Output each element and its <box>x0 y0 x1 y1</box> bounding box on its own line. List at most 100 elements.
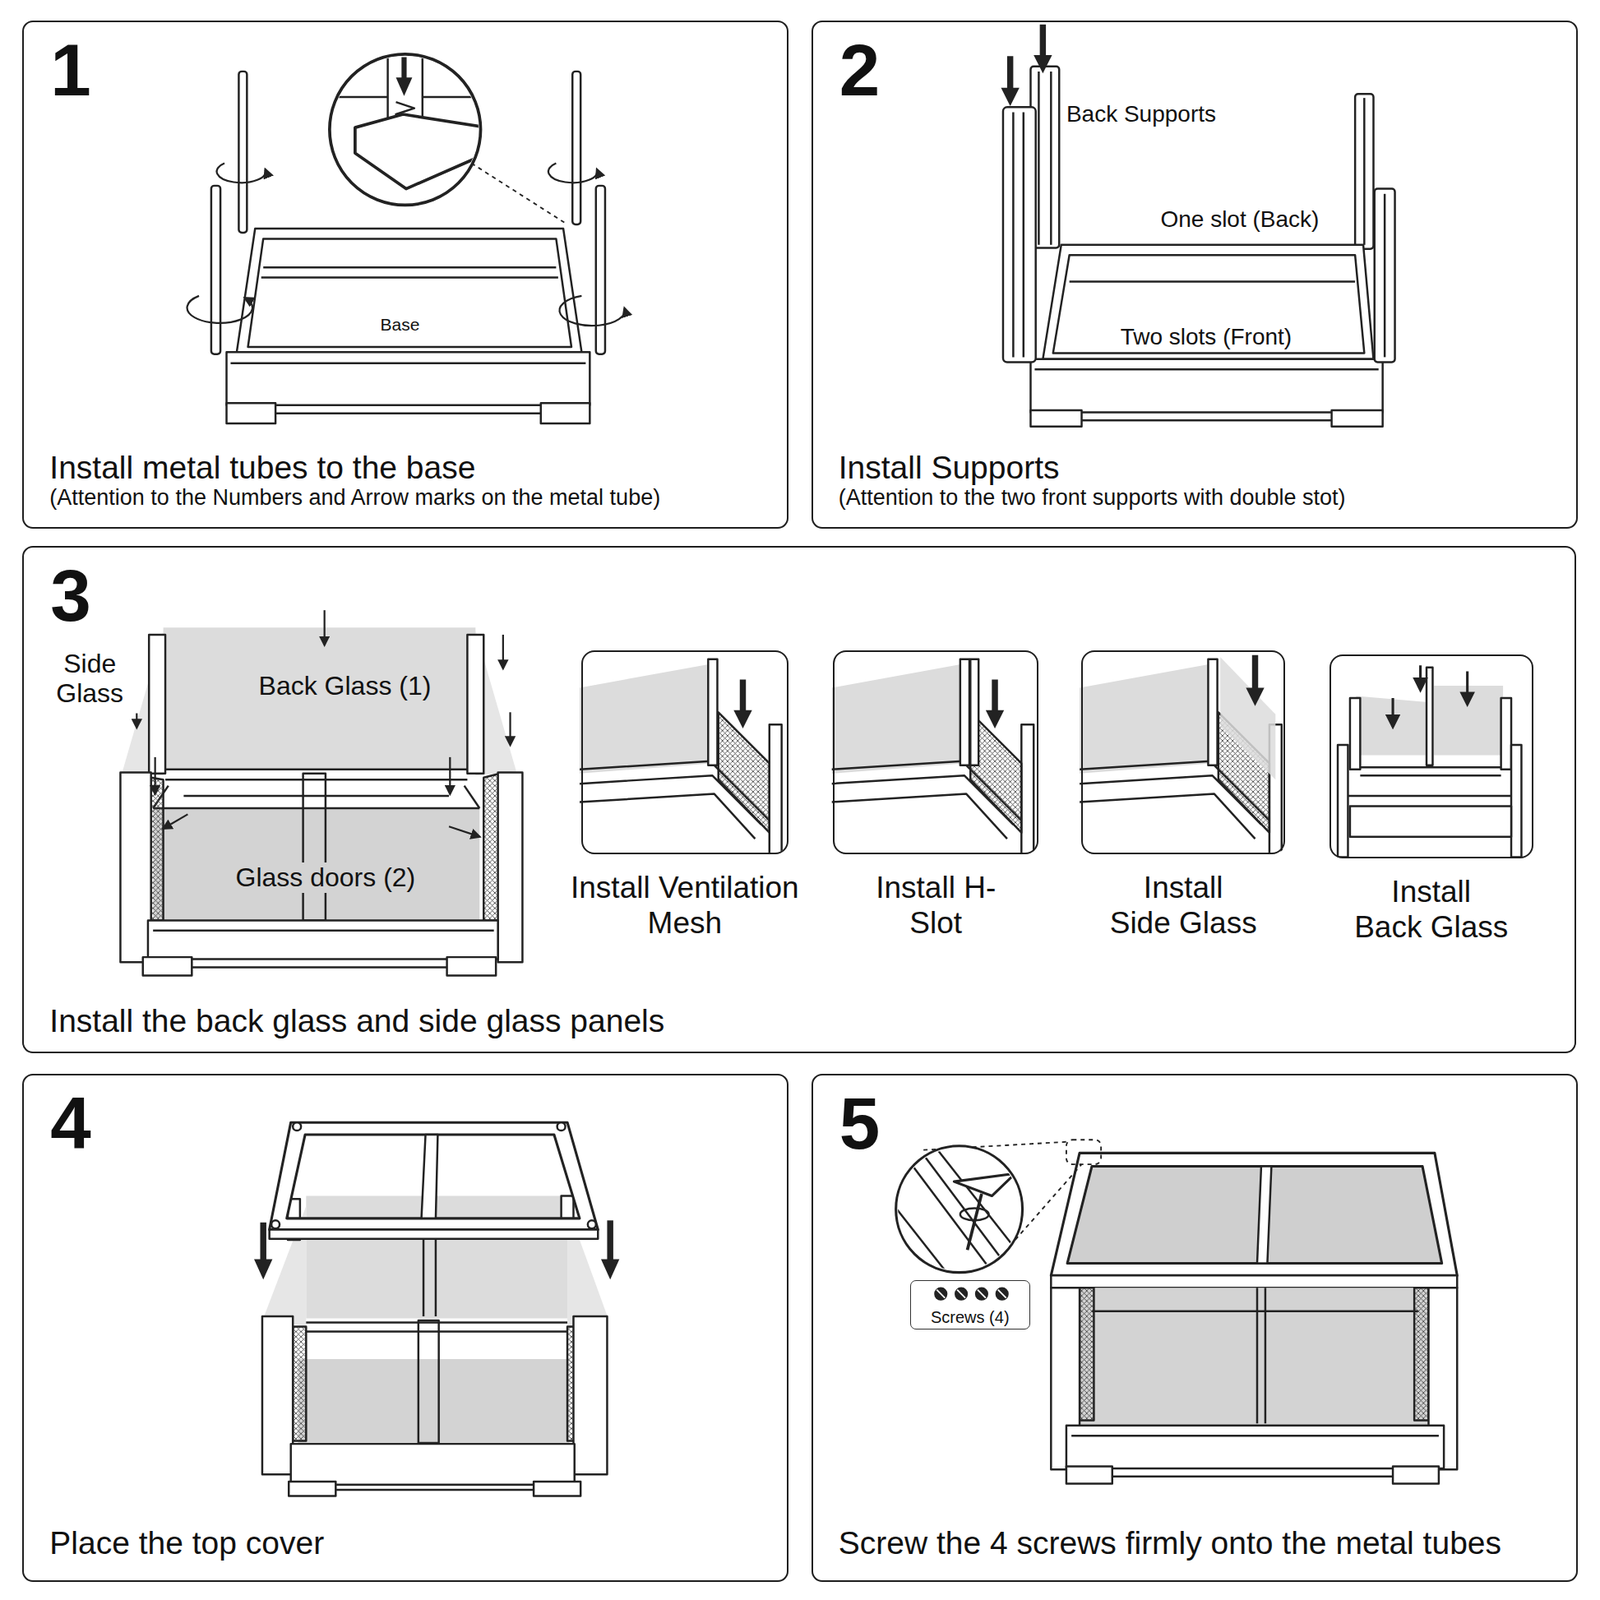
inset-art <box>1391 698 1395 727</box>
detail-magnifier <box>960 1207 990 1221</box>
glass-enclosure <box>335 1489 534 1491</box>
assembled-enclosure <box>1050 1152 1457 1484</box>
detail-caption: Install Side Glass <box>1109 870 1258 941</box>
assembled-enclosure <box>1066 1425 1444 1469</box>
glass-enclosure <box>418 1320 440 1443</box>
part-label: One slot (Back) <box>1160 206 1319 233</box>
part-label: Base <box>380 314 421 335</box>
inset-art <box>1245 687 1264 706</box>
detail-step: Install Side Glass <box>1081 650 1286 943</box>
top-cover <box>271 1220 280 1229</box>
step-panel: 5Screw the 4 screws firmly onto the meta… <box>811 1073 1578 1582</box>
glass-enclosure <box>151 777 164 921</box>
base-tray <box>1042 245 1374 360</box>
insert-arrow <box>606 1220 613 1262</box>
insert-arrow <box>1007 55 1013 90</box>
screw-icon <box>934 1287 1009 1301</box>
glass-enclosure <box>533 1481 581 1496</box>
base-tray <box>1053 254 1365 353</box>
base-tray <box>226 228 591 424</box>
direction-arrow <box>508 712 511 745</box>
inset-art <box>1465 671 1469 705</box>
insert-arrow <box>1040 24 1046 58</box>
support-post <box>1003 106 1396 362</box>
detail-step: Install Back Glass <box>1329 654 1534 947</box>
base-tray <box>226 351 591 406</box>
direction-arrow <box>323 610 326 645</box>
top-cover <box>421 1134 439 1219</box>
top-cover <box>292 1122 301 1131</box>
part-label: Back Supports <box>1066 101 1217 128</box>
base-tray <box>226 402 277 424</box>
detail-magnifier <box>892 1139 1101 1276</box>
support-post <box>1383 194 1386 358</box>
detail-magnifier <box>326 53 565 223</box>
base-tray <box>261 267 559 278</box>
inset-art <box>991 679 998 713</box>
parts-chip: Screws (4) <box>910 1280 1031 1330</box>
detail-caption: Install H-Slot <box>869 870 1002 941</box>
base-tray <box>1331 410 1383 427</box>
metal-tube <box>238 71 247 233</box>
glass-enclosure <box>303 773 326 921</box>
detail-magnifier <box>355 114 488 190</box>
part-label: Glass doors (2) <box>232 862 420 893</box>
assembled-enclosure <box>1050 1152 1457 1276</box>
metal-tube <box>572 71 581 225</box>
step-heading: Screw the 4 screws firmly onto the metal… <box>838 1525 1561 1563</box>
glass-enclosure <box>147 920 499 959</box>
top-cover <box>269 1122 599 1239</box>
support-post <box>1363 97 1365 246</box>
insert-arrow <box>254 1258 273 1280</box>
detail-step: Install Ventilation Mesh <box>561 650 809 943</box>
glass-enclosure <box>498 772 523 962</box>
detail-step: Install H-Slot <box>832 650 1039 943</box>
inset-art <box>1252 655 1258 690</box>
insert-arrow <box>601 1258 620 1280</box>
glass-enclosure <box>262 1196 609 1497</box>
assembly-art <box>120 24 1522 1497</box>
glass-enclosure <box>163 627 477 770</box>
top-cover <box>269 1229 599 1239</box>
top-cover <box>557 1122 566 1131</box>
metal-tube <box>211 185 221 355</box>
detail-magnifier <box>967 1193 982 1250</box>
parts-count: Screws (4) <box>910 1308 1030 1328</box>
base-tray <box>275 411 542 414</box>
inset-art <box>579 659 782 854</box>
inset-art <box>1419 665 1422 690</box>
assembled-enclosure <box>1079 1287 1429 1426</box>
insert-arrow <box>259 1222 266 1262</box>
glass-enclosure <box>120 772 151 962</box>
direction-arrow <box>448 826 480 837</box>
glass-enclosure <box>573 1316 607 1475</box>
base-tray <box>1030 245 1383 427</box>
inset-art <box>718 712 770 833</box>
glass-enclosure <box>447 957 497 976</box>
glass-enclosure <box>288 1481 336 1496</box>
insert-arrow <box>1000 24 1052 107</box>
detail-caption: Install Back Glass <box>1354 874 1509 945</box>
inset-art <box>1350 698 1360 770</box>
part-label: Side Glass <box>55 648 124 710</box>
inset-art <box>1350 805 1512 837</box>
part-label: Two slots (Front) <box>1120 323 1292 351</box>
step-number: 4 <box>50 1086 772 1161</box>
base-tray <box>1082 419 1332 421</box>
detail-magnifier <box>892 1144 1021 1276</box>
base-tray <box>248 238 572 347</box>
glass-enclosure <box>143 957 193 976</box>
assembled-enclosure <box>1392 1465 1439 1484</box>
inset-art <box>1337 744 1348 858</box>
detail-frame <box>1081 650 1286 855</box>
glass-enclosure <box>291 1443 575 1485</box>
support-post <box>1374 189 1396 363</box>
inset-art <box>970 659 979 766</box>
detail-magnifier <box>1066 1139 1101 1165</box>
assembled-enclosure <box>1079 1287 1094 1420</box>
glass-enclosure <box>120 627 523 976</box>
rotate-arrow <box>217 163 267 184</box>
step-panel: 4Place the top cover <box>22 1073 789 1582</box>
